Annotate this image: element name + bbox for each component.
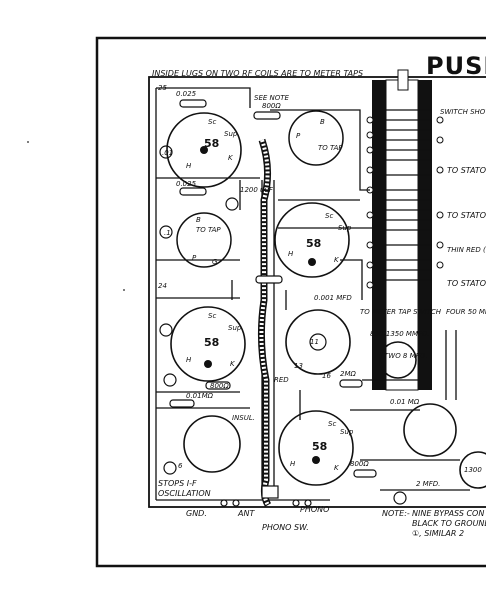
chassis-outline (148, 76, 486, 508)
svg-text:B: B (320, 118, 325, 126)
resistors (169, 99, 377, 478)
terminal-strip (220, 485, 312, 507)
terminal-16: 16 (322, 372, 331, 380)
svg-text:K: K (334, 464, 340, 472)
switch-note: SWITCH SHOWN UPSIDE DOWN TO REVEAL WIRIN… (440, 108, 486, 116)
c-2mfd: 2 MFD. (416, 480, 440, 488)
c-001-mfd: 0.001 MFD (314, 294, 352, 302)
svg-text:Sup: Sup (228, 324, 242, 332)
note-line-2: BLACK TO GROUND, (412, 519, 486, 528)
svg-text:H: H (288, 250, 294, 258)
terminal-25: 25 (158, 84, 167, 92)
to-stator-3: TO STATOR (447, 279, 486, 288)
svg-text:Sc: Sc (328, 420, 336, 428)
to-stator-2: TO STATOR (447, 211, 486, 220)
c-1: .1 (164, 229, 171, 237)
diagram-title: PUSH- (426, 52, 486, 80)
trimmer-label: 850-1350 MMFD. (370, 330, 430, 338)
to-stator-1: TO STATOR (447, 166, 486, 175)
r8-label: 0.01 MΩ (390, 398, 420, 406)
svg-text:11: 11 (310, 338, 319, 346)
four-50-mmfd: FOUR 50 MMFD (446, 308, 486, 316)
oscillator-coil: 11 (285, 309, 351, 375)
svg-text:Sc: Sc (325, 212, 333, 220)
r1-label: 0.025 (176, 90, 197, 98)
tube-2: 58 Sc Sup H K (274, 202, 352, 278)
see-note: SEE NOTE (254, 94, 290, 102)
terminal-6: 6 (178, 462, 183, 470)
r2-label: 800Ω (262, 102, 281, 110)
svg-text:TO TAP: TO TAP (318, 144, 343, 152)
capacitors (159, 145, 407, 505)
svg-text:1300: 1300 (464, 466, 482, 474)
svg-text:Sc: Sc (208, 118, 216, 126)
tube-3: 58 Sc Sup H K (170, 306, 246, 382)
note-line-1: NINE BYPASS CON (412, 509, 484, 518)
terminal-13: 13 (294, 362, 303, 370)
wiring (155, 87, 470, 501)
tube-4: 58 Sc Sup H K (278, 410, 354, 486)
svg-text:K: K (228, 154, 234, 162)
svg-text:TWO 8 MFD.: TWO 8 MFD. (384, 352, 427, 360)
stops-if-label: STOPS I-F (158, 479, 197, 488)
svg-text:Sup: Sup (224, 130, 238, 138)
note-line-3: ①, SIMILAR 2 (412, 529, 464, 538)
electrolytic: 1300 (459, 451, 486, 489)
power-socket (403, 403, 457, 457)
rf-coil-1: B P TO TAP (288, 110, 344, 166)
insul-label: INSUL. (232, 414, 255, 422)
c-01: .01 (162, 149, 173, 157)
thin-red-tap: THIN RED (TAP) (447, 246, 486, 254)
meter-tap-switch: TO METER TAP SWITCH (360, 308, 442, 316)
top-note: INSIDE LUGS ON TWO RF COILS ARE TO METER… (152, 69, 363, 78)
red-label: RED (274, 376, 289, 384)
svg-text:K: K (334, 256, 340, 264)
oscillation-label: OSCILLATION (158, 489, 211, 498)
svg-text:58: 58 (204, 137, 219, 150)
svg-text:58: 58 (306, 237, 321, 250)
svg-text:Sc: Sc (208, 312, 216, 320)
switch-block (366, 69, 444, 391)
svg-text:TO TAP: TO TAP (196, 226, 221, 234)
gnd-label: GND. (186, 509, 207, 518)
terminal-24: 24 (158, 282, 167, 290)
svg-text:B: B (196, 216, 201, 224)
tube-1: 58 Sc Sup H K (166, 112, 242, 188)
svg-text:G: G (212, 258, 218, 266)
svg-text:P: P (192, 254, 197, 262)
svg-text:H: H (290, 460, 296, 468)
c-1200uuf: 1200 uuF (240, 186, 274, 194)
phono-label: PHONO (300, 505, 329, 514)
svg-text:58: 58 (204, 336, 219, 349)
filter-can: TWO 8 MFD. (379, 341, 427, 379)
svg-text:P: P (296, 132, 301, 140)
speck (123, 289, 125, 291)
r6-label: 800Ω (350, 460, 369, 468)
r7-label: 2MΩ (340, 370, 356, 378)
audio-socket (183, 415, 241, 473)
svg-text:H: H (186, 162, 192, 170)
svg-text:Sup: Sup (340, 428, 354, 436)
speck (27, 141, 29, 143)
svg-text:H: H (186, 356, 192, 364)
page-frame (95, 36, 486, 568)
r3-label: 0.025 (176, 180, 197, 188)
ant-label: ANT (237, 509, 255, 518)
r4-label: 800Ω (210, 382, 229, 390)
note-heading: NOTE:- (382, 509, 410, 518)
rf-coil-2: B TO TAP G P (176, 212, 232, 268)
phono-sw-label: PHONO SW. (262, 523, 309, 532)
svg-text:58: 58 (312, 440, 327, 453)
r5-label: 0.01MΩ (186, 392, 214, 400)
svg-text:K: K (230, 360, 236, 368)
